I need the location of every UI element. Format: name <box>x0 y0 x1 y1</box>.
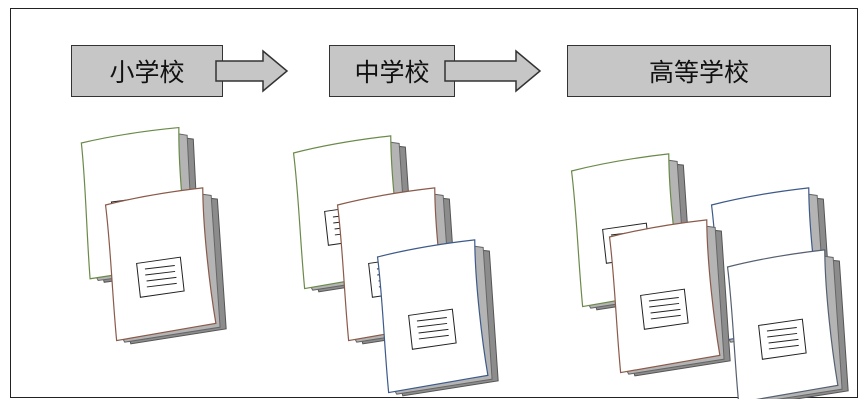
stage-box-elementary: 小学校 <box>71 45 223 97</box>
booklet-icon <box>376 238 500 398</box>
stage-label-high-school: 高等学校 <box>648 58 749 87</box>
booklet-icon <box>608 218 732 378</box>
stage-label-junior-high: 中学校 <box>354 58 430 87</box>
arrow-right-icon <box>215 49 289 93</box>
stage-label-elementary: 小学校 <box>109 58 185 87</box>
booklet-icon <box>104 186 228 346</box>
diagram-art <box>80 49 850 399</box>
booklet-icon <box>726 248 850 399</box>
stage-box-high-school: 高等学校 <box>567 45 831 97</box>
stage-box-junior-high: 中学校 <box>329 45 455 97</box>
diagram-frame: 小学校 中学校 高等学校 <box>10 8 858 399</box>
arrow-right-icon <box>444 49 542 93</box>
